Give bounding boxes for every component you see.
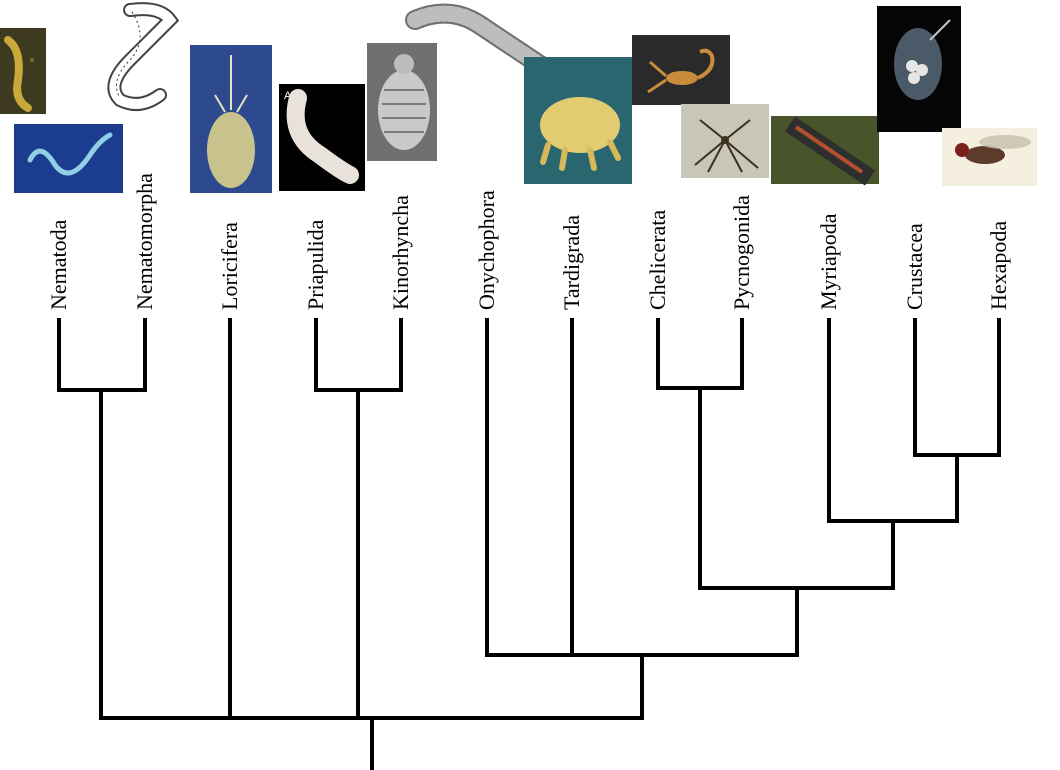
chelicerata-photo (632, 35, 730, 105)
tardigrada-photo (524, 57, 632, 184)
organism-images: A (0, 2, 1037, 193)
pycnogonida-photo (681, 104, 769, 178)
crustacea-photo (877, 6, 961, 132)
nematomorpha-drawing (84, 2, 180, 122)
myriapoda-photo (771, 116, 879, 186)
nematoda-photo (14, 124, 123, 193)
kinorhyncha-photo (367, 43, 437, 161)
hexapoda-photo (942, 128, 1037, 186)
nematoda-soil-photo (0, 28, 46, 114)
loricifera-photo (190, 45, 272, 193)
photo-panel-letter: A (284, 90, 292, 102)
priapulida-photo: A (279, 84, 365, 191)
